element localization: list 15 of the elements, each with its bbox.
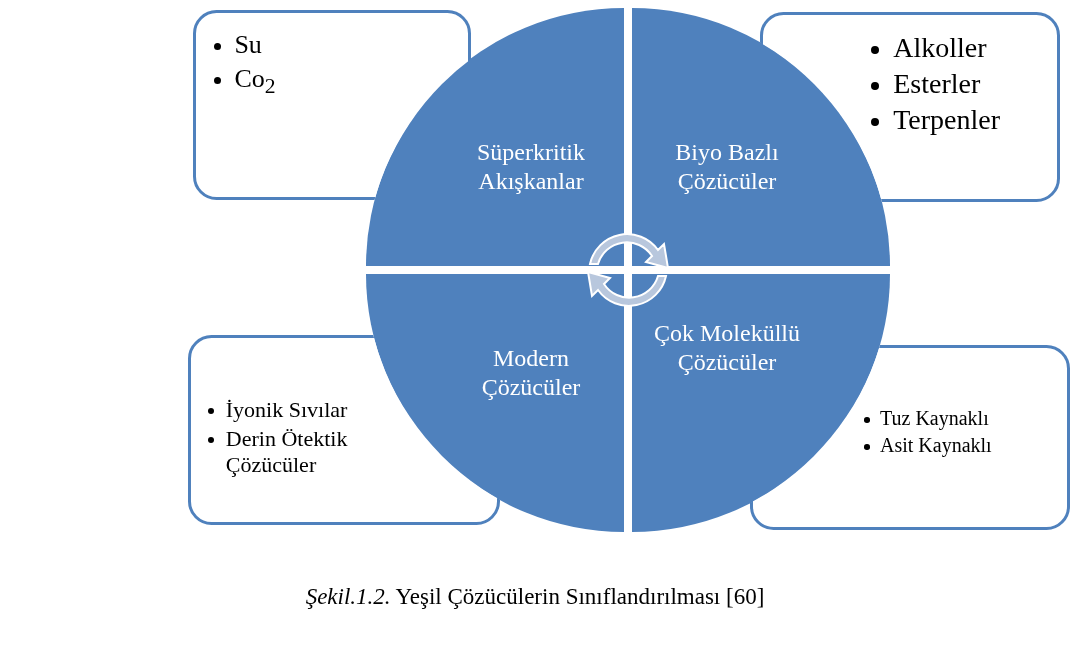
quadrant-label: Çok Moleküllü Çözücüler — [653, 319, 801, 377]
bullet-item: Derin Ötektik Çözücüler — [206, 426, 426, 477]
quadrant-label: Süperkritik Akışkanlar — [476, 138, 586, 196]
rounded-box — [193, 10, 471, 200]
bullet-item: İyonik Sıvılar — [206, 397, 426, 423]
bullet-item: Su — [211, 30, 471, 60]
caption: Şekil.1.2. Yeşil Çözücülerin Sınıflandırılması [60] — [304, 584, 766, 610]
bullet-item: Co$_{2}$ — [211, 63, 471, 99]
bullet-item: Asit Kaynaklı — [862, 434, 1004, 457]
bullet-item: Esterler — [868, 68, 1060, 101]
bullet-item: Tuz Kaynaklı — [862, 407, 1004, 430]
quadrant-label: Modern Çözücüler — [480, 344, 582, 402]
bullet-item: Alkoller — [868, 32, 1060, 65]
bullet-item: Terpenler — [868, 104, 1060, 137]
quadrant-label: Biyo Bazlı Çözücüler — [674, 138, 780, 196]
